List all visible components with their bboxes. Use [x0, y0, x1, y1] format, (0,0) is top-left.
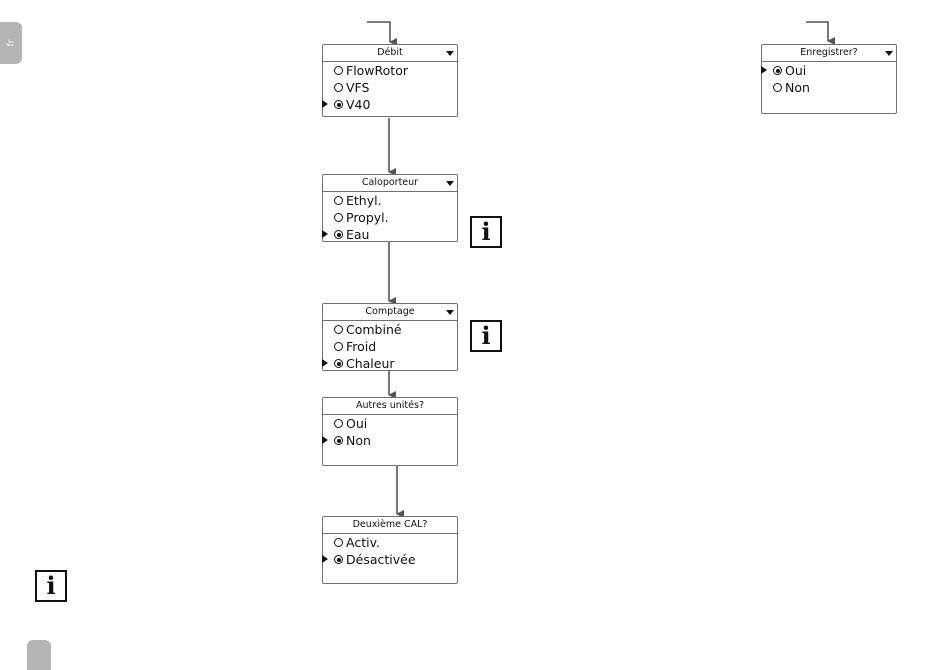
radio-unselected-icon — [334, 419, 343, 428]
menu-comptage: Comptage Combiné Froid Chaleur — [322, 303, 458, 371]
selection-pointer-icon — [322, 359, 328, 367]
menu-deuxieme-cal-title: Deuxième CAL? — [323, 517, 457, 534]
option-oui[interactable]: Oui — [762, 62, 896, 79]
option-propyl[interactable]: Propyl. — [323, 209, 457, 226]
selection-pointer-icon — [322, 230, 328, 238]
menu-comptage-title: Comptage — [323, 304, 457, 321]
radio-selected-icon — [334, 230, 343, 239]
radio-selected-icon — [334, 359, 343, 368]
selection-pointer-icon — [761, 66, 767, 74]
option-combine[interactable]: Combiné — [323, 321, 457, 338]
selection-pointer-icon — [322, 555, 328, 563]
radio-unselected-icon — [334, 196, 343, 205]
option-v40[interactable]: V40 — [323, 96, 457, 113]
menu-caloporteur: Caloporteur Ethyl. Propyl. Eau — [322, 174, 458, 242]
entry-arrow-enregistrer — [806, 22, 828, 41]
radio-unselected-icon — [334, 342, 343, 351]
info-icon: i — [470, 320, 502, 352]
radio-unselected-icon — [334, 213, 343, 222]
dropdown-caret-icon — [446, 51, 454, 56]
menu-autres-unites-title: Autres unités? — [323, 398, 457, 415]
dropdown-caret-icon — [885, 51, 893, 56]
option-desactivee[interactable]: Désactivée — [323, 551, 457, 568]
entry-arrow-debit — [367, 22, 390, 42]
menu-enregistrer: Enregistrer? Oui Non — [761, 44, 897, 114]
menu-enregistrer-title: Enregistrer? — [762, 45, 896, 62]
option-flowrotor[interactable]: FlowRotor — [323, 62, 457, 79]
menu-deuxieme-cal: Deuxième CAL? Activ. Désactivée — [322, 516, 458, 584]
dropdown-caret-icon — [446, 310, 454, 315]
radio-unselected-icon — [334, 83, 343, 92]
radio-selected-icon — [334, 555, 343, 564]
option-non[interactable]: Non — [323, 432, 457, 449]
option-ethyl[interactable]: Ethyl. — [323, 192, 457, 209]
option-non[interactable]: Non — [762, 79, 896, 96]
option-vfs[interactable]: VFS — [323, 79, 457, 96]
radio-unselected-icon — [334, 325, 343, 334]
option-froid[interactable]: Froid — [323, 338, 457, 355]
option-eau[interactable]: Eau — [323, 226, 457, 243]
info-icon: i — [35, 570, 67, 602]
radio-selected-icon — [334, 100, 343, 109]
radio-unselected-icon — [334, 538, 343, 547]
info-icon: i — [470, 216, 502, 248]
option-chaleur[interactable]: Chaleur — [323, 355, 457, 372]
selection-pointer-icon — [322, 436, 328, 444]
option-activ[interactable]: Activ. — [323, 534, 457, 551]
radio-selected-icon — [773, 66, 782, 75]
radio-unselected-icon — [773, 83, 782, 92]
dropdown-caret-icon — [446, 181, 454, 186]
menu-autres-unites: Autres unités? Oui Non — [322, 397, 458, 466]
option-oui[interactable]: Oui — [323, 415, 457, 432]
selection-pointer-icon — [322, 100, 328, 108]
radio-unselected-icon — [334, 66, 343, 75]
menu-caloporteur-title: Caloporteur — [323, 175, 457, 192]
radio-selected-icon — [334, 436, 343, 445]
menu-debit: Débit FlowRotor VFS V40 — [322, 44, 458, 117]
menu-debit-title: Débit — [323, 45, 457, 62]
